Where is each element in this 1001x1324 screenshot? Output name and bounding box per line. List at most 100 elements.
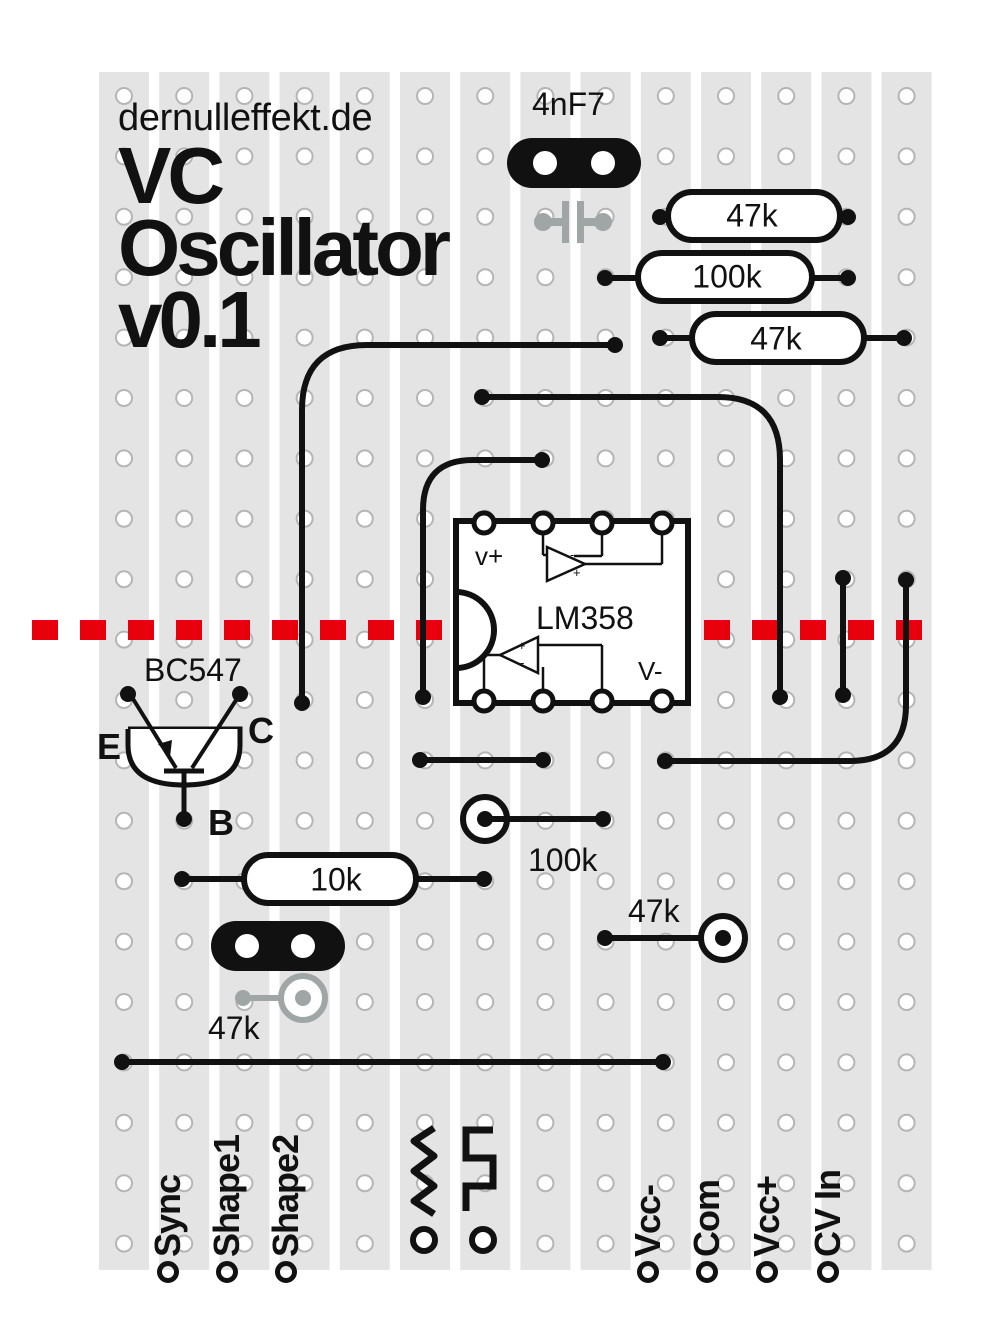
strip-hole [656, 811, 675, 830]
strip-hole [115, 207, 133, 226]
strip-hole [656, 87, 675, 105]
strip-hole [897, 509, 916, 528]
connector-sync: Sync [147, 1175, 189, 1283]
strip-hole [175, 147, 194, 166]
connector-label: Vcc+ [746, 1175, 787, 1257]
strip-hole [777, 389, 796, 407]
strip-hole [175, 449, 194, 468]
strip-hole [717, 811, 735, 830]
connector-label: Com [686, 1180, 727, 1257]
strip-hole [235, 389, 254, 407]
strip-hole [656, 1234, 675, 1253]
ic-lm358: - + + - [453, 510, 691, 714]
trimmer-100k [460, 794, 611, 844]
wire-end [415, 689, 431, 705]
strip-hole [837, 449, 856, 468]
strip-hole [416, 449, 434, 468]
resistor-47k-top [652, 189, 856, 243]
strip-hole [717, 1234, 735, 1253]
strip-hole [717, 449, 735, 468]
strip-hole [717, 1113, 735, 1132]
resistor-100k [597, 250, 856, 304]
strip-hole [777, 811, 796, 830]
strip-hole [115, 811, 133, 830]
strip-hole [295, 207, 314, 226]
connector-shape1: Shape1 [206, 1135, 248, 1283]
strip-hole [897, 1113, 916, 1132]
strip-hole [596, 1234, 615, 1253]
strip-hole [355, 811, 374, 830]
wire-end [657, 753, 673, 769]
strip-hole [175, 1234, 194, 1253]
wire-end [114, 1054, 130, 1070]
strip-hole [837, 811, 856, 830]
strip-hole [235, 509, 254, 528]
strip-hole [235, 1113, 254, 1132]
strip-hole [897, 1053, 916, 1072]
strip-hole [295, 1234, 314, 1253]
strip-hole [355, 207, 374, 226]
strip-hole [837, 87, 856, 105]
capacitor-label: 4nF7 [532, 86, 605, 122]
strip-hole [416, 389, 434, 407]
strip-hole [355, 389, 374, 407]
title-line-1: VC [118, 131, 225, 220]
wire-end [412, 752, 428, 768]
wire-top-right [479, 394, 783, 700]
strip-hole [235, 328, 254, 347]
strip-hole [115, 993, 133, 1011]
wire-end [835, 570, 851, 586]
resistor-47k-mid [652, 311, 912, 365]
svg-text:+: + [518, 638, 526, 653]
ic-vminus-label: V- [638, 656, 663, 686]
strip-hole [596, 993, 615, 1011]
strip-hole [115, 509, 133, 528]
connector-ring-icon [817, 1261, 840, 1283]
strip-hole [476, 207, 495, 226]
strip-hole [235, 1174, 254, 1193]
strip-hole [295, 1113, 314, 1132]
strip-hole [777, 1113, 796, 1132]
svg-text:-: - [570, 547, 574, 562]
strip-hole [476, 993, 495, 1011]
svg-text:+: + [573, 565, 581, 580]
resistor-label-100k: 100k [692, 258, 762, 295]
resistor-label-47k-top: 47k [726, 197, 778, 234]
opamp-symbol-top: - + [541, 533, 664, 583]
connector-ring-icon [756, 1261, 779, 1283]
strip-hole [235, 147, 254, 166]
strip-hole [235, 570, 254, 589]
transistor-bc547 [120, 686, 248, 827]
connector-vcc-plus: Vcc+ [746, 1176, 788, 1283]
strip-hole [416, 268, 434, 287]
strip-hole [596, 1113, 615, 1132]
ic-name-label: LM358 [536, 600, 634, 636]
strip-hole [596, 449, 615, 468]
strip-hole [536, 932, 555, 951]
strip-hole [175, 328, 194, 347]
strip-hole [235, 268, 254, 287]
connector-ring-icon [275, 1261, 298, 1283]
wire-end [474, 389, 490, 405]
strip-hole [777, 872, 796, 891]
strip-hole [897, 268, 916, 287]
strip-hole [656, 993, 675, 1011]
connector-ring-icon [216, 1261, 239, 1283]
strip-hole [656, 1174, 675, 1193]
strip-hole [536, 1113, 555, 1132]
strip-hole [355, 268, 374, 287]
strip-hole [777, 87, 796, 105]
strip-hole [837, 872, 856, 891]
website-label: dernulleffekt.de [118, 97, 373, 139]
strip-hole [777, 1234, 796, 1253]
strip-hole [717, 1174, 735, 1193]
strip-hole [295, 751, 314, 770]
output-ring-icons [410, 1226, 497, 1254]
strip-hole [355, 1234, 374, 1253]
strip-hole [355, 570, 374, 589]
opamp-symbol-bottom: + - [482, 635, 604, 691]
strip-hole [115, 570, 133, 589]
strip-hole [897, 811, 916, 830]
strip-hole [115, 932, 133, 951]
